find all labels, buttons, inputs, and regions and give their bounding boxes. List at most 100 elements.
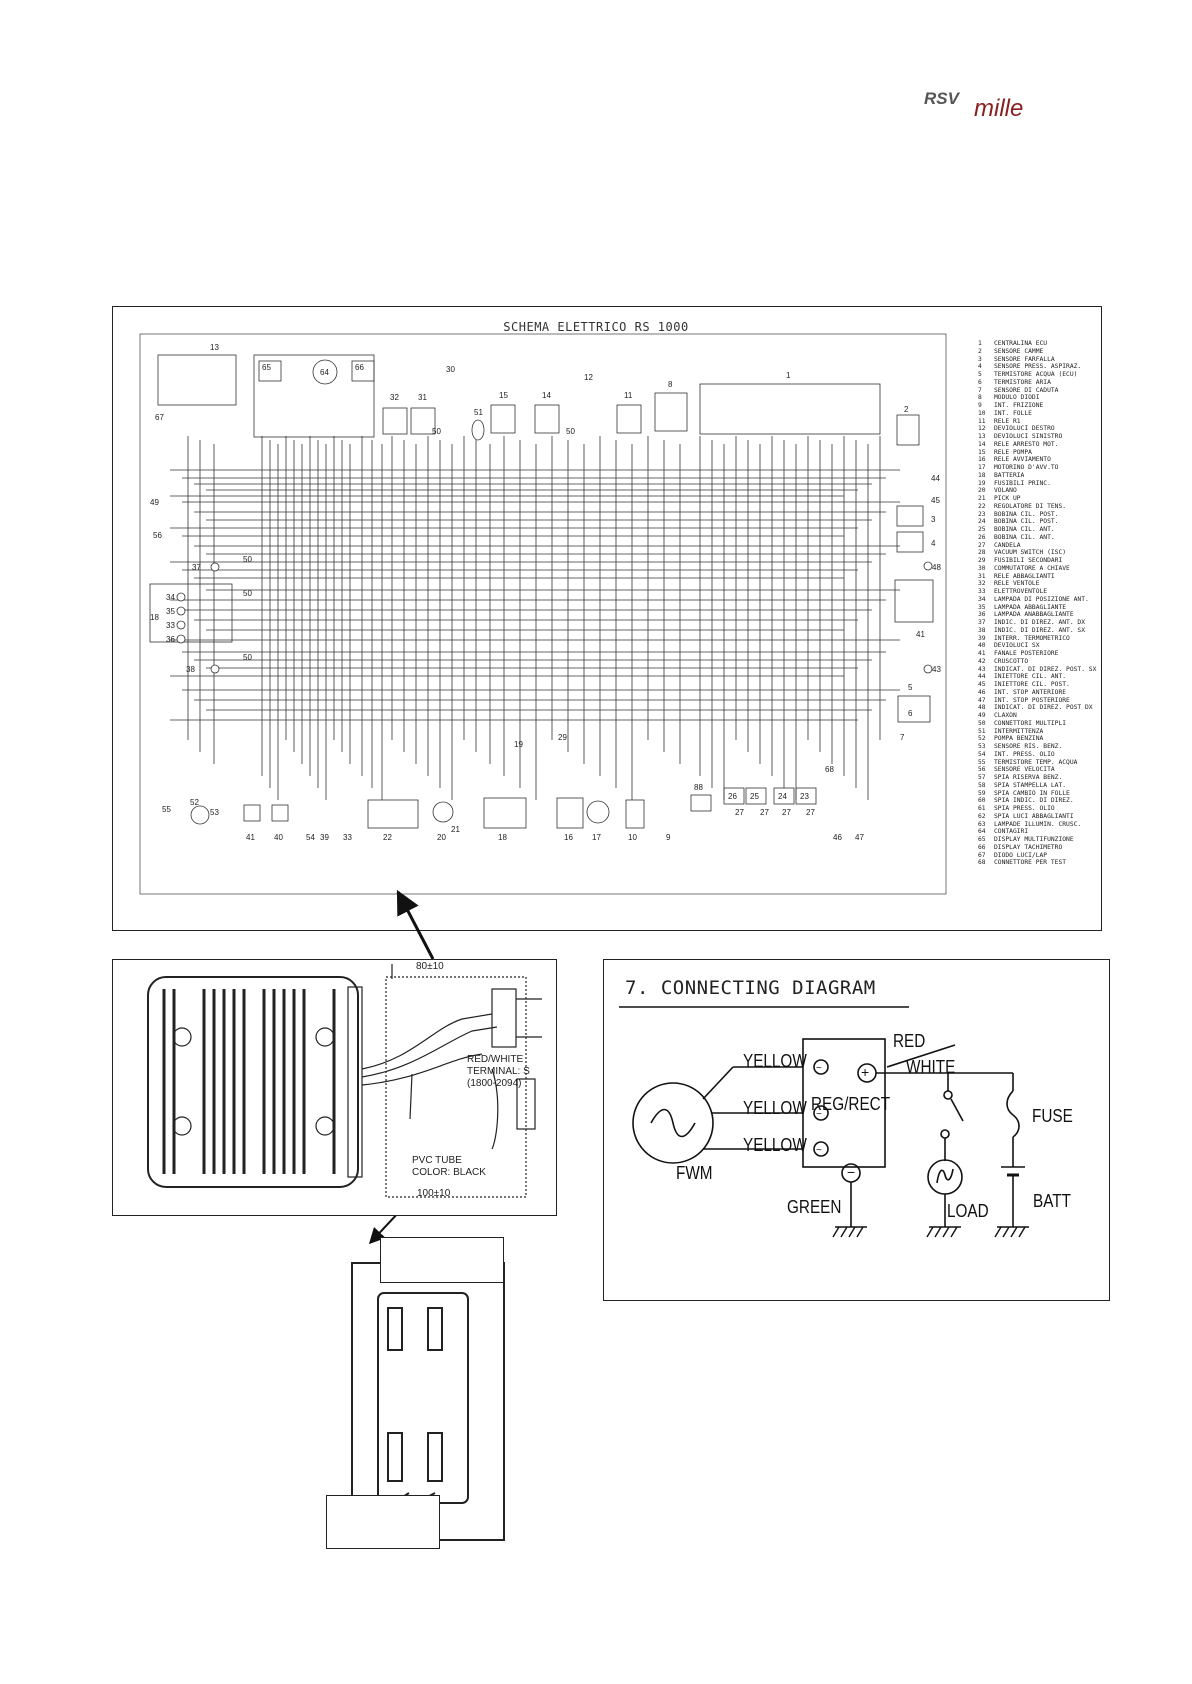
label-white: WHITE [906,1057,956,1077]
svg-text:65: 65 [262,363,271,372]
legend-text: DEVIOLUCI DESTRO [994,425,1055,433]
legend-text: CRUSCOTTO [994,657,1029,665]
pvc-tube-label: PVC TUBE [412,1155,462,1166]
svg-text:20: 20 [437,833,446,842]
legend-number: 14 [978,440,986,448]
connecting-diagram-title: 7. CONNECTING DIAGRAM [625,977,876,999]
legend-number: 36 [978,611,986,619]
legend-text: INDICAT. DI DIREZ. POST DX [994,704,1093,712]
legend-text: INIETTORE CIL. POST. [994,681,1070,688]
legend-item: 25 BOBINA CIL. ANT. [978,526,1118,534]
legend-text: DEVIOLUCI SINISTRO [994,433,1063,440]
legend-text: BOBINA CIL. ANT. [994,526,1055,533]
legend-number: 47 [978,696,986,704]
legend-number: 3 [978,355,982,363]
legend-number: 65 [978,836,986,843]
terminal-label: TERMINAL: S [467,1066,530,1077]
legend-number: 56 [978,766,986,774]
svg-text:38: 38 [186,665,195,674]
svg-text:68: 68 [825,765,834,774]
legend-text: LAMPADA DI POSIZIONE ANT. [994,595,1089,603]
legend-item: 52 POMPA BENZINA [978,735,1118,743]
legend-text: POMPA BENZINA [994,735,1044,743]
legend-text: REGOLATORE DI TENS. [994,502,1067,510]
legend-text: CENTRALINA ECU [994,340,1048,347]
legend-item: 53 SENSORE RIS. BENZ. [978,743,1118,751]
svg-text:48: 48 [932,563,941,572]
connector-top-label-box [380,1237,504,1283]
legend-number: 60 [978,797,986,805]
legend-text: CLAXON [994,712,1017,719]
legend-item: 45 INIETTORE CIL. POST. [978,681,1118,689]
svg-text:64: 64 [320,368,329,377]
red-white-label: RED/WHITE [467,1054,523,1065]
legend-text: SENSORE RIS. BENZ. [994,743,1063,750]
legend-text: SENSORE PRESS. ASPIRAZ. [994,363,1082,371]
svg-text:8: 8 [668,380,673,389]
legend-text: FANALE POSTERIORE [994,650,1059,657]
legend-number: 25 [978,526,986,533]
legend-text: RELE AVVIAMENTO [994,456,1051,464]
svg-text:13: 13 [210,343,219,352]
svg-text:41: 41 [916,630,925,639]
legend-text: SENSORE FARFALLA [994,355,1055,363]
legend-number: 53 [978,743,986,750]
svg-text:46: 46 [833,833,842,842]
legend-number: 45 [978,681,986,688]
label-green: GREEN [787,1197,842,1217]
legend-text: RELE R1 [994,417,1021,425]
legend-text: BOBINA CIL. ANT. [994,533,1055,541]
legend-text: SPIA CAMBIO IN FOLLE [994,789,1070,797]
legend-number: 12 [978,425,986,433]
legend-number: 16 [978,456,986,464]
legend-text: FUSIBILI PRINC. [994,479,1051,487]
part-number-label: (1800-2094) [467,1078,521,1089]
legend-number: 30 [978,564,986,572]
legend-number: 49 [978,712,986,719]
svg-text:17: 17 [592,833,601,842]
legend-number: 21 [978,495,986,502]
svg-text:53: 53 [210,808,219,817]
legend-number: 59 [978,789,986,797]
arrow-to-regulator [396,889,435,960]
label-yellow-1: YELLOW [743,1051,807,1071]
legend-text: RELE POMPA [994,448,1032,456]
svg-text:19: 19 [514,740,523,749]
legend-number: 38 [978,626,986,634]
legend-text: INDICAT. DI DIREZ. POST. SX [994,665,1097,673]
logo-brand: RSV [924,89,961,108]
legend-number: 20 [978,487,986,495]
connecting-diagram-circuit: ~ ~ ~ + − [619,1006,1029,1238]
legend-text: FUSIBILI SECONDARI [994,557,1063,564]
legend-number: 58 [978,781,986,789]
legend-item: 16 RELE AVVIAMENTO [978,456,1118,464]
connector-bottom-label-box [326,1495,440,1549]
legend-number: 50 [978,719,986,727]
legend-number: 52 [978,735,986,743]
legend-number: 51 [978,727,986,735]
svg-text:55: 55 [162,805,171,814]
svg-text:26: 26 [728,792,737,801]
svg-text:34: 34 [166,593,175,602]
legend-text: DISPLAY MULTIFUNZIONE [994,836,1074,843]
legend-text: TERMISTORE ACQUA (ECU) [994,371,1078,378]
svg-text:27: 27 [782,808,791,817]
regulator-drawing: 80±10 RED/WHITE TERMINAL: S (1800-2094) … [147,961,542,1199]
legend-number: 39 [978,634,986,642]
